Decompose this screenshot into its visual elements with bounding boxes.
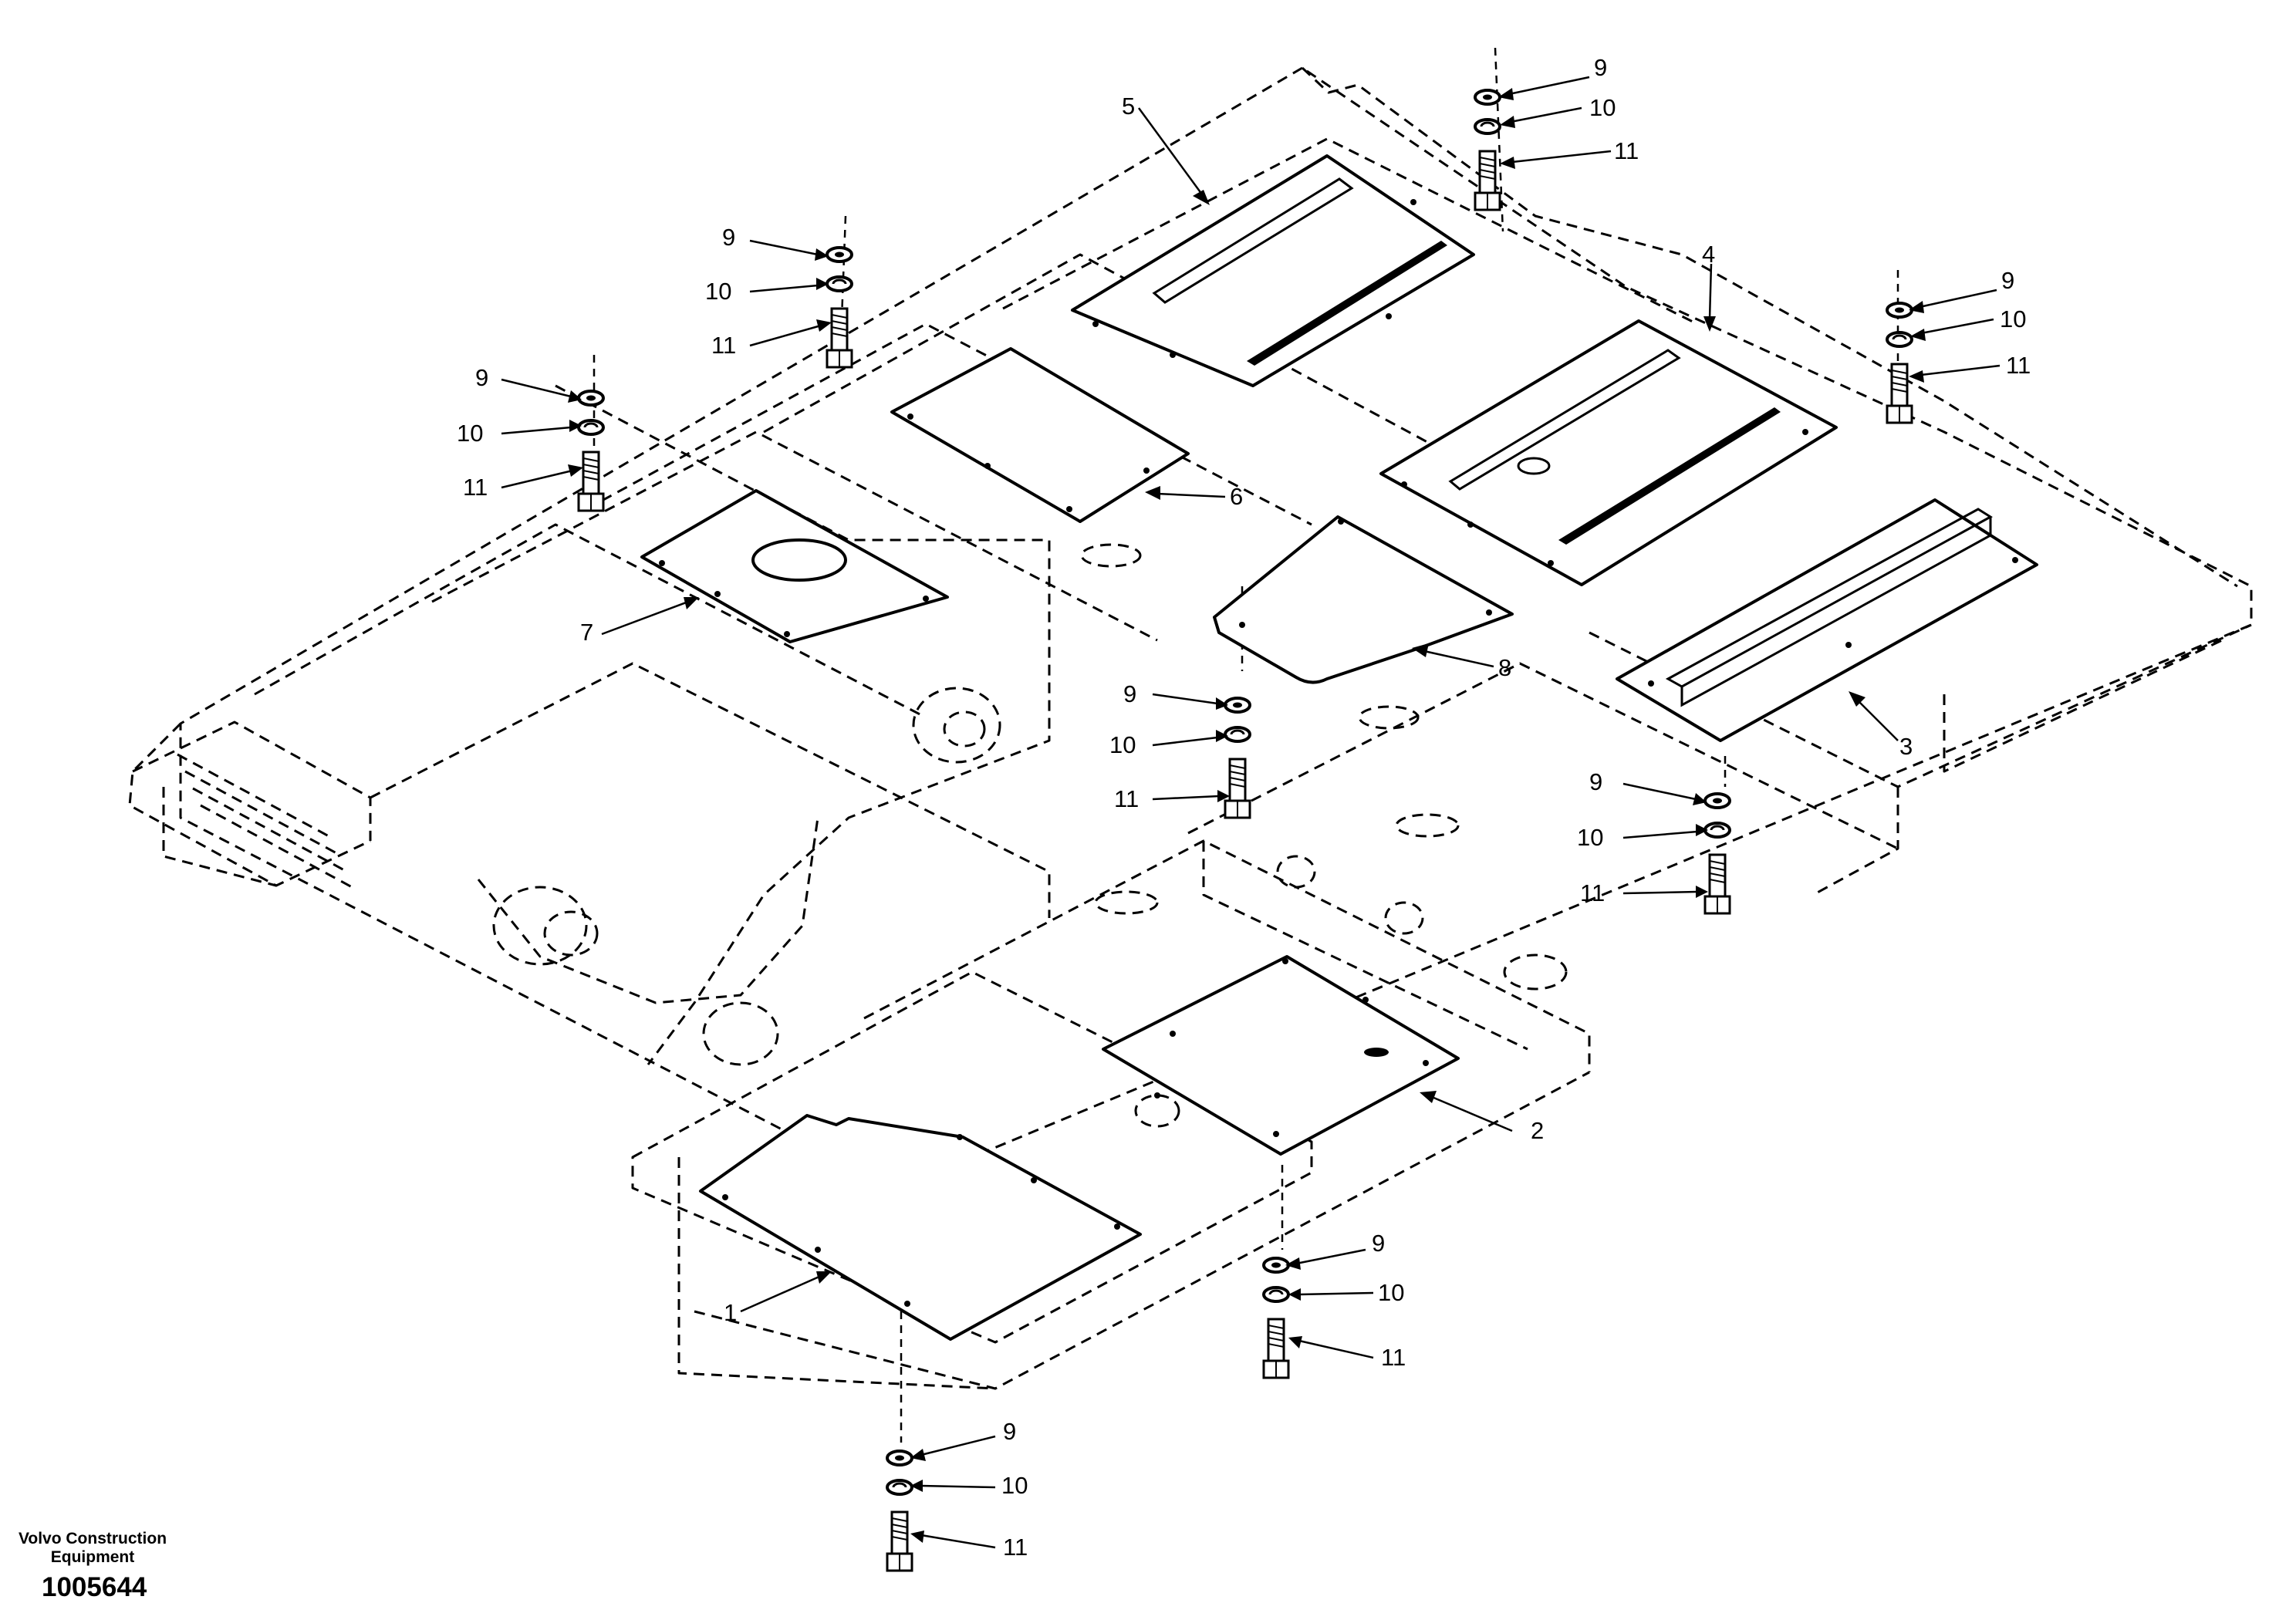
callout-part-5: 5 bbox=[1122, 93, 1135, 120]
fastener-set-upper-left bbox=[577, 390, 605, 512]
callout-bolt-11: 11 bbox=[2006, 352, 2031, 379]
callout-washer-9: 9 bbox=[722, 224, 735, 251]
machine-frame-phantom bbox=[128, 66, 2253, 1390]
fastener-set-right bbox=[1886, 302, 1913, 424]
callout-spring-washer-10: 10 bbox=[457, 420, 483, 447]
callout-bolt-11: 11 bbox=[1114, 785, 1139, 812]
cover-plate-7 bbox=[640, 489, 949, 643]
callout-part-4: 4 bbox=[1702, 241, 1715, 268]
cover-plate-1 bbox=[699, 1114, 1142, 1341]
callout-washer-9: 9 bbox=[1123, 680, 1136, 707]
fastener-set-bottom bbox=[886, 1450, 913, 1572]
callout-labels: 5 4 6 7 8 3 2 1 9 10 11 9 10 11 9 10 11 … bbox=[457, 54, 2031, 1561]
callout-washer-9: 9 bbox=[1003, 1418, 1016, 1445]
cover-plate-5 bbox=[1071, 154, 1475, 387]
callout-spring-washer-10: 10 bbox=[705, 278, 731, 305]
callout-part-3: 3 bbox=[1899, 733, 1913, 760]
fastener-set-center bbox=[1224, 697, 1251, 819]
cover-plate-2 bbox=[1102, 955, 1460, 1156]
publisher-label: Volvo Construction bbox=[18, 1530, 167, 1547]
callout-washer-9: 9 bbox=[1594, 54, 1607, 81]
fastener-set-upper-middle bbox=[826, 246, 853, 369]
callout-washer-9: 9 bbox=[475, 364, 488, 391]
callout-bolt-11: 11 bbox=[463, 474, 488, 501]
callout-washer-9: 9 bbox=[1372, 1230, 1385, 1257]
callout-washer-9: 9 bbox=[2001, 267, 2014, 294]
callout-bolt-11: 11 bbox=[711, 332, 736, 359]
callout-part-1: 1 bbox=[724, 1299, 737, 1326]
callout-spring-washer-10: 10 bbox=[1589, 94, 1616, 121]
callout-spring-washer-10: 10 bbox=[2000, 305, 2026, 332]
callout-part-6: 6 bbox=[1230, 483, 1243, 510]
publisher-label-line2: Equipment bbox=[50, 1548, 135, 1566]
callout-part-7: 7 bbox=[580, 619, 593, 646]
callout-spring-washer-10: 10 bbox=[1378, 1279, 1404, 1306]
leader-lines bbox=[501, 76, 2001, 1549]
callout-bolt-11: 11 bbox=[1580, 879, 1605, 906]
callout-bolt-11: 11 bbox=[1003, 1534, 1028, 1561]
cover-plate-6 bbox=[890, 347, 1190, 523]
callout-bolt-11: 11 bbox=[1381, 1344, 1406, 1371]
fastener-set-top-right bbox=[1474, 89, 1501, 211]
callout-part-8: 8 bbox=[1498, 654, 1511, 681]
fastener-set-lower-center bbox=[1262, 1257, 1290, 1379]
callout-washer-9: 9 bbox=[1589, 768, 1602, 795]
callout-spring-washer-10: 10 bbox=[1577, 824, 1603, 851]
cover-plate-3 bbox=[1616, 498, 2038, 742]
callout-bolt-11: 11 bbox=[1614, 137, 1639, 164]
fastener-set-lower-right bbox=[1703, 792, 1731, 915]
cover-plate-4 bbox=[1379, 319, 1838, 586]
drawing-number: 1005644 bbox=[42, 1572, 147, 1602]
callout-part-2: 2 bbox=[1531, 1117, 1544, 1144]
callout-spring-washer-10: 10 bbox=[1109, 731, 1136, 758]
cover-plate-8 bbox=[1213, 515, 1514, 684]
callout-spring-washer-10: 10 bbox=[1001, 1472, 1028, 1499]
